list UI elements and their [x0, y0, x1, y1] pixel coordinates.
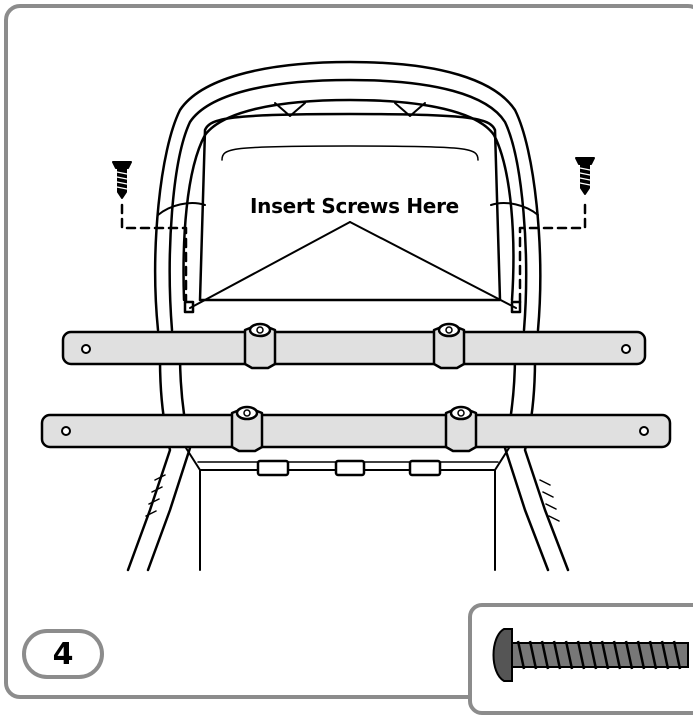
- screw-detail-icon: [492, 628, 689, 682]
- lower-crossbar: [40, 405, 672, 453]
- insert-screws-label: Insert Screws Here: [250, 194, 459, 218]
- insertion-guides: [120, 203, 587, 304]
- lower-frame: [126, 353, 570, 572]
- screw-icon: [575, 157, 595, 195]
- upper-crossbar: [61, 322, 647, 370]
- step-number: 4: [52, 636, 74, 672]
- screw-icon: [112, 161, 132, 199]
- callout-lines: [189, 221, 517, 309]
- screw-detail-inset: [468, 603, 693, 715]
- seat-back-shell: [154, 60, 542, 332]
- step-badge: 4: [22, 629, 104, 679]
